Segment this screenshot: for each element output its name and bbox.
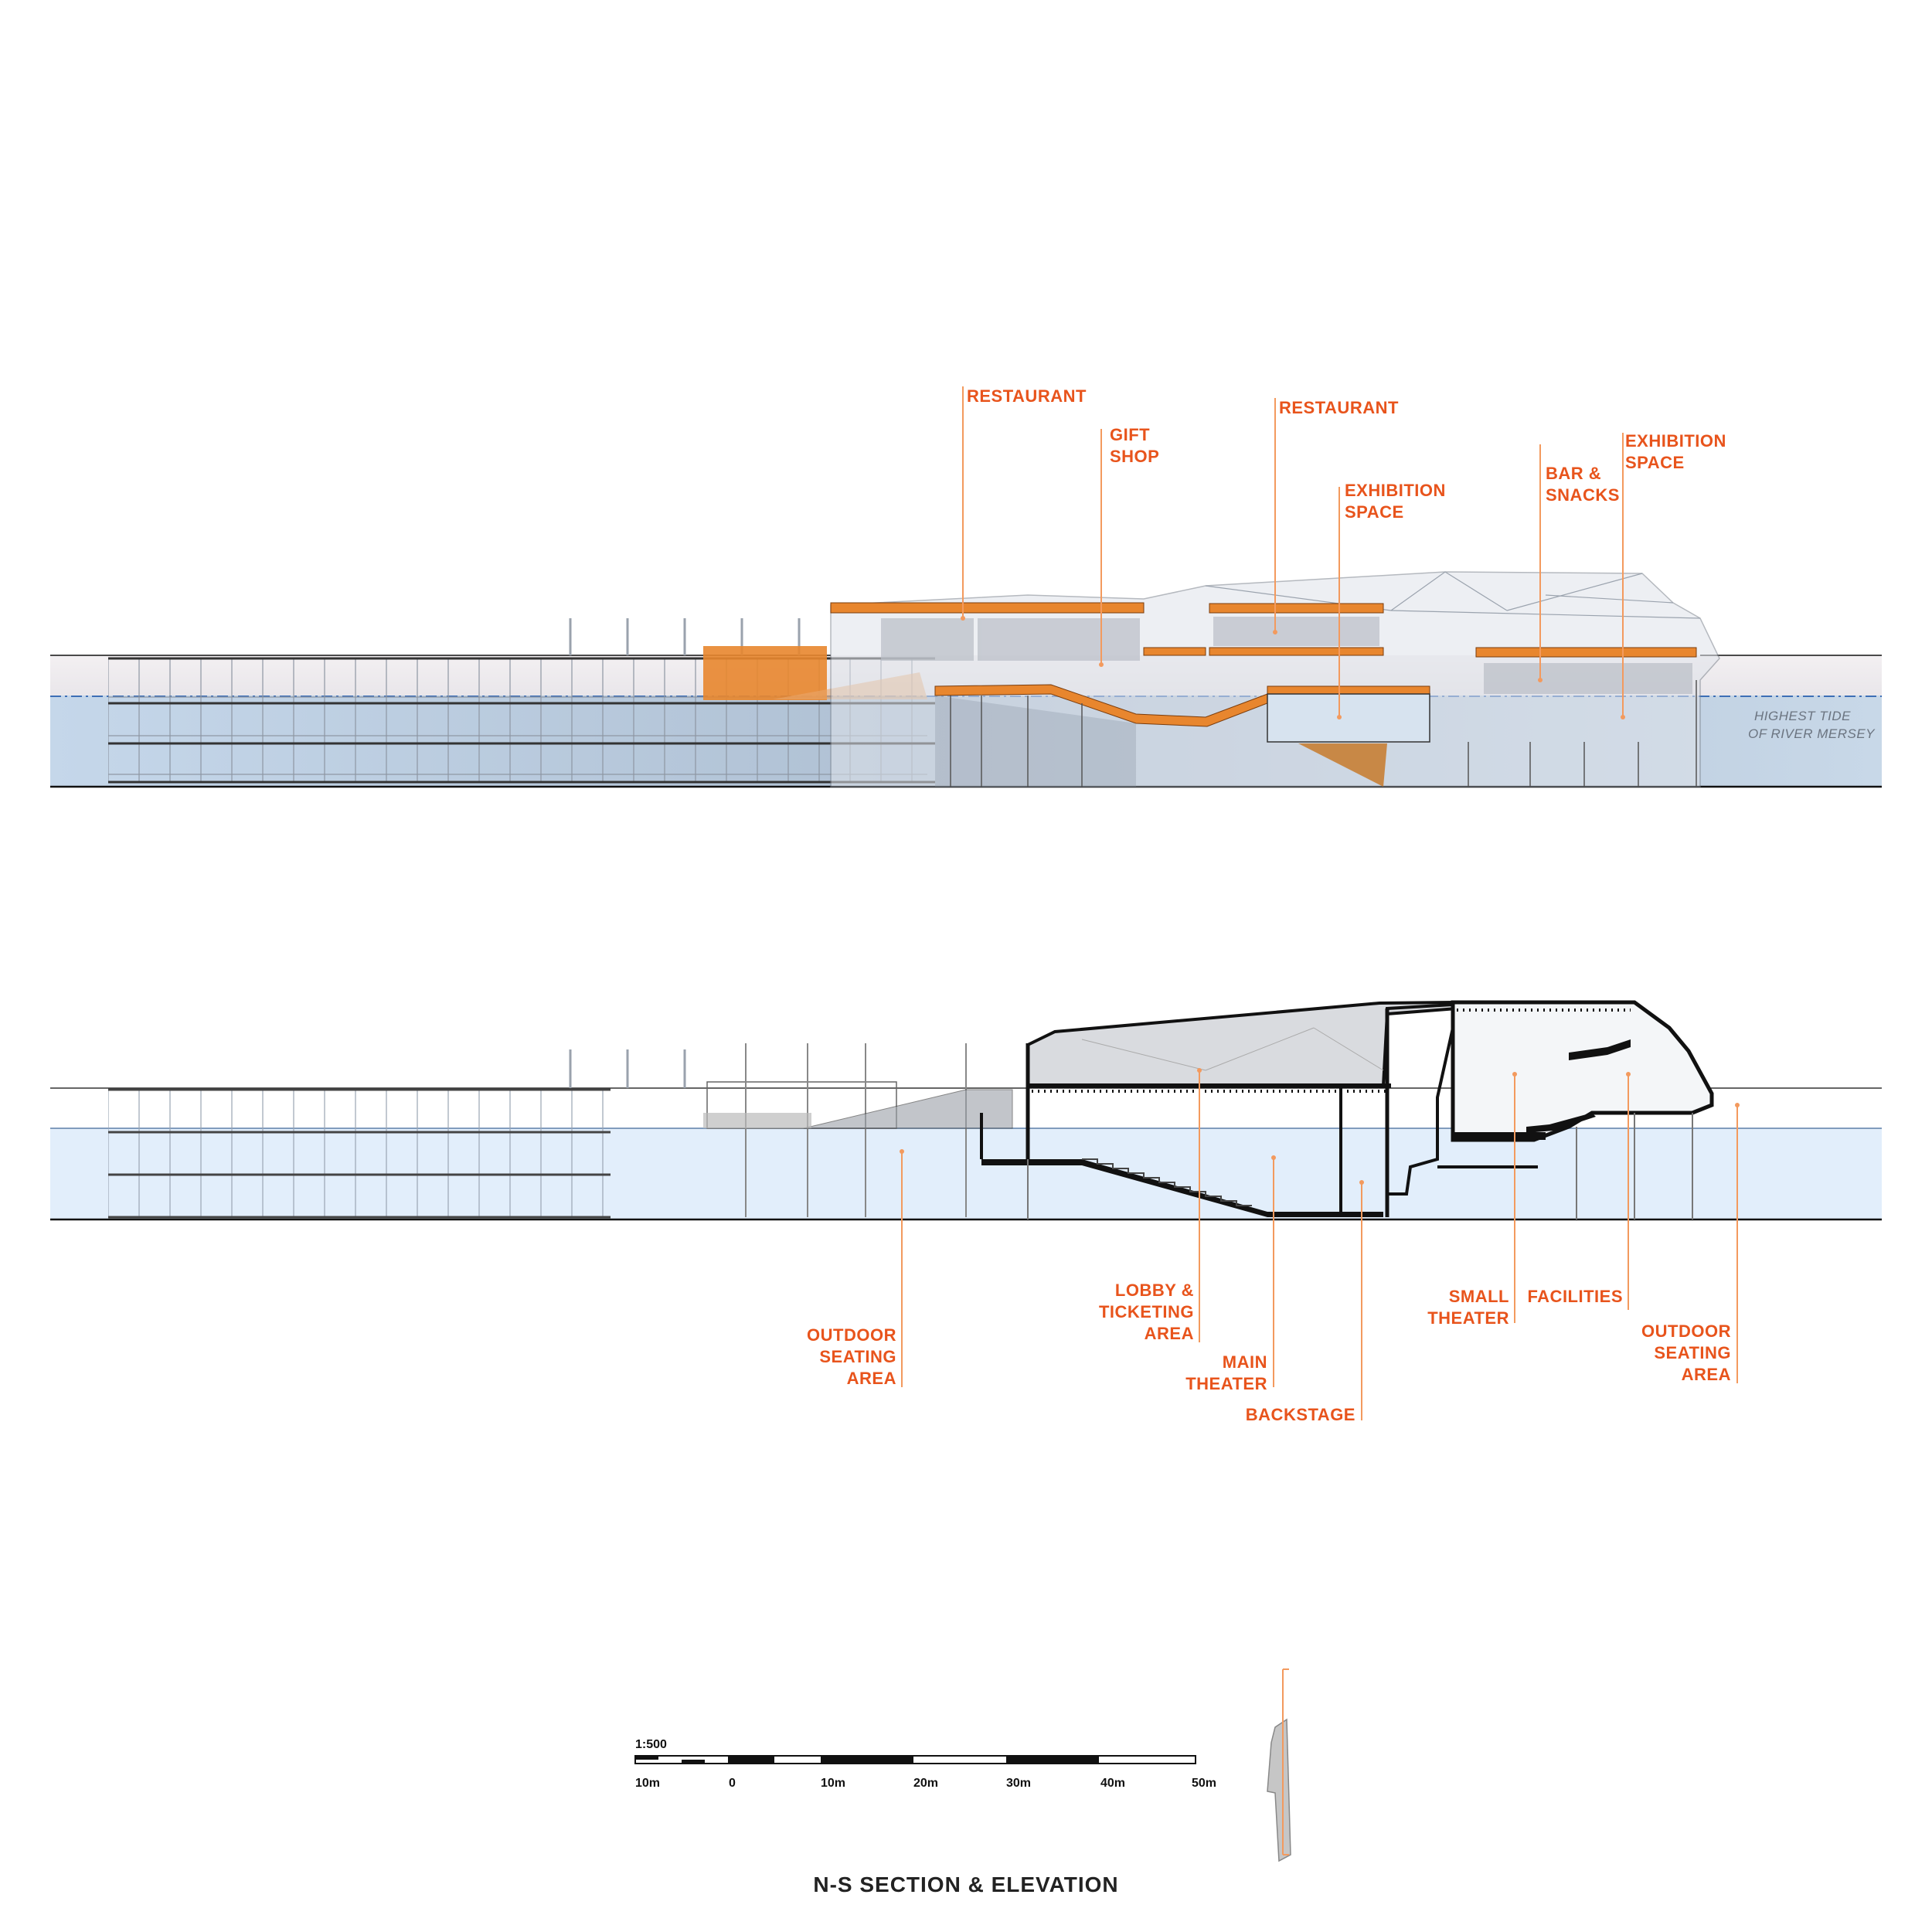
svg-text:BACKSTAGE: BACKSTAGE <box>1246 1405 1355 1424</box>
label-outdoor-seating-1: OUTDOOR SEATING AREA <box>807 1149 904 1388</box>
label-lobby: LOBBY & TICKETING AREA <box>1099 1068 1202 1343</box>
svg-text:SHOP: SHOP <box>1110 447 1159 466</box>
masts-lower <box>569 1049 686 1088</box>
svg-text:1:500: 1:500 <box>635 1738 667 1751</box>
label-exhibition-2: EXHIBITION SPACE <box>1621 431 1726 719</box>
outdoor-step-edge <box>703 1113 811 1128</box>
svg-text:OUTDOOR: OUTDOOR <box>1641 1321 1731 1341</box>
label-backstage: BACKSTAGE <box>1246 1180 1364 1424</box>
orange-stair-block <box>703 646 827 700</box>
svg-text:THEATER: THEATER <box>1185 1374 1267 1393</box>
svg-text:SEATING: SEATING <box>1654 1343 1731 1362</box>
svg-text:OUTDOOR: OUTDOOR <box>807 1325 896 1345</box>
scale-bar: 1:500 10m 0 10m 20m 30m 40m 50m <box>634 1738 1216 1790</box>
pier-decks-lower <box>108 1088 611 1219</box>
label-restaurant-1: RESTAURANT <box>961 386 1087 621</box>
label-gift-shop: GIFT SHOP <box>1099 425 1159 667</box>
label-restaurant-2: RESTAURANT <box>1273 398 1399 634</box>
label-main-theater: MAIN THEATER <box>1185 1155 1276 1393</box>
svg-text:LOBBY &: LOBBY & <box>1115 1281 1194 1300</box>
pier-grid-lower <box>108 1090 607 1217</box>
small-theater <box>1451 1000 1714 1142</box>
svg-text:0: 0 <box>729 1777 736 1790</box>
svg-text:AREA: AREA <box>1682 1365 1731 1384</box>
svg-text:10m: 10m <box>635 1777 660 1790</box>
outdoor-posts <box>745 1043 967 1217</box>
label-facilities: FACILITIES <box>1527 1072 1631 1310</box>
svg-text:10m: 10m <box>821 1777 845 1790</box>
svg-text:SNACKS: SNACKS <box>1546 485 1620 505</box>
svg-text:FACILITIES: FACILITIES <box>1527 1287 1623 1306</box>
north-south-elevation: RESTAURANT GIFT SHOP RESTAURANT EXHIBITI… <box>50 386 1882 788</box>
roof-trusses <box>1081 1027 1384 1071</box>
svg-text:TICKETING: TICKETING <box>1099 1302 1194 1321</box>
svg-text:SEATING: SEATING <box>819 1347 896 1366</box>
floor-slabs <box>830 602 1697 727</box>
svg-text:RESTAURANT: RESTAURANT <box>967 386 1087 406</box>
svg-text:HIGHEST TIDE: HIGHEST TIDE <box>1754 709 1851 723</box>
label-outdoor-seating-2: OUTDOOR SEATING AREA <box>1641 1103 1740 1384</box>
theater-roof <box>1026 1000 1460 1087</box>
outdoor-stair <box>803 1089 1013 1129</box>
small-theater-base <box>1453 1132 1546 1140</box>
svg-text:GIFT: GIFT <box>1110 425 1150 444</box>
svg-text:20m: 20m <box>913 1777 938 1790</box>
svg-text:AREA: AREA <box>847 1369 896 1388</box>
svg-text:SPACE: SPACE <box>1625 453 1685 472</box>
underside-wedge <box>1298 743 1387 787</box>
svg-text:40m: 40m <box>1100 1777 1125 1790</box>
label-exhibition-1: EXHIBITION SPACE <box>1337 481 1446 719</box>
drawing-title: N-S SECTION & ELEVATION <box>813 1872 1118 1896</box>
key-plan <box>1267 1668 1291 1862</box>
lower-glazing <box>935 696 1136 787</box>
svg-text:BAR &: BAR & <box>1546 464 1601 483</box>
north-south-section: OUTDOOR SEATING AREA LOBBY & TICKETING A… <box>50 1000 1882 1424</box>
svg-text:SMALL: SMALL <box>1449 1287 1509 1306</box>
label-bar-snacks: BAR & SNACKS <box>1538 444 1620 682</box>
label-small-theater: SMALL THEATER <box>1427 1072 1517 1328</box>
svg-text:50m: 50m <box>1192 1777 1216 1790</box>
svg-text:MAIN: MAIN <box>1223 1352 1267 1372</box>
main-theater-floor <box>981 1159 1383 1217</box>
exhibition-box <box>1267 693 1430 743</box>
svg-text:AREA: AREA <box>1145 1324 1194 1343</box>
svg-text:EXHIBITION: EXHIBITION <box>1625 431 1726 451</box>
svg-text:RESTAURANT: RESTAURANT <box>1279 398 1399 417</box>
svg-text:EXHIBITION: EXHIBITION <box>1345 481 1446 500</box>
svg-text:OF RIVER MERSEY: OF RIVER MERSEY <box>1748 726 1876 741</box>
svg-text:30m: 30m <box>1006 1777 1031 1790</box>
ceiling-slab <box>1028 1083 1391 1088</box>
tide-note: HIGHEST TIDE OF RIVER MERSEY <box>1748 709 1876 741</box>
window-panels <box>881 617 1692 694</box>
svg-text:THEATER: THEATER <box>1427 1308 1509 1328</box>
columns-upper <box>950 680 1697 787</box>
svg-text:SPACE: SPACE <box>1345 502 1404 522</box>
theater-seating-steps <box>1082 1158 1252 1206</box>
